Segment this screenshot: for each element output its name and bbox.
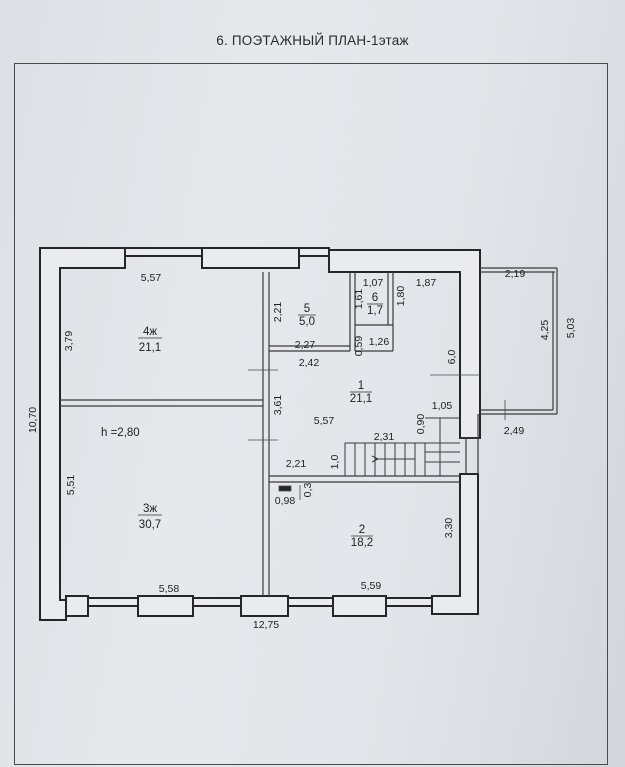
dimension-labels: 5,57 10,70 3,79 5,51 5,58 5,59 12,75 2,2… <box>27 268 577 631</box>
dim-r5-height: 2,21 <box>272 302 284 323</box>
dim-top-right-inner: 1,87 <box>416 277 437 289</box>
bottom-pier-4 <box>332 595 387 617</box>
stairs <box>344 417 460 477</box>
dim-60: 6,0 <box>446 350 458 365</box>
dim-r2-330: 3,30 <box>443 518 455 539</box>
dim-porch-outer: 5,03 <box>565 318 577 339</box>
top-window-2 <box>298 247 330 257</box>
dim-porch-bottom: 2,49 <box>504 425 525 437</box>
room-2-area: 18,2 <box>351 537 373 549</box>
plan-title: 6. ПОЭТАЖНЫЙ ПЛАН-1этаж <box>216 33 409 48</box>
dim-left-total: 10,70 <box>27 407 39 433</box>
dim-03: 0,3 <box>302 483 314 498</box>
ceiling-height: h =2,80 <box>101 427 140 439</box>
room-5-name: 5 <box>304 303 310 315</box>
dim-098: 0,98 <box>275 495 296 507</box>
dim-r6-width: 1,07 <box>363 277 384 289</box>
dim-105: 1,05 <box>432 400 453 412</box>
room-3-name: 3ж <box>143 503 157 515</box>
bottom-window-1 <box>87 597 139 607</box>
room-5-area: 5,0 <box>299 316 315 328</box>
bottom-pier-2 <box>137 595 194 617</box>
porch-outline <box>460 267 558 474</box>
bottom-window-2 <box>192 597 242 607</box>
bottom-pier-3 <box>240 595 289 617</box>
room-1-area: 21,1 <box>350 393 372 405</box>
dim-porch-top: 2,19 <box>505 268 526 280</box>
dim-557: 5,57 <box>314 415 335 427</box>
outer-walls <box>39 247 481 621</box>
room-4-area: 21,1 <box>139 342 161 354</box>
dim-r6-right: 1,80 <box>395 286 407 307</box>
dim-126: 1,26 <box>369 336 390 348</box>
room-2-name: 2 <box>359 524 365 536</box>
bottom-window-3 <box>287 597 334 607</box>
dim-361: 3,61 <box>272 395 284 416</box>
bottom-pier-1 <box>65 595 89 617</box>
dim-090: 0,90 <box>415 414 427 435</box>
dim-left-lower: 5,51 <box>65 475 77 496</box>
room-1-name: 1 <box>358 380 364 392</box>
interior-partitions <box>60 272 460 596</box>
dim-left-upper: 3,79 <box>63 331 75 352</box>
right-wall-lower <box>431 473 479 615</box>
room-6-name: 6 <box>372 292 378 304</box>
top-window-1 <box>124 247 203 257</box>
drawing-frame <box>14 63 608 765</box>
dim-bottom-right: 5,59 <box>361 580 382 592</box>
room-labels: 4ж 21,1 3ж 30,7 5 5,0 6 1,7 1 21,1 2 18,… <box>101 292 383 549</box>
bottom-window-4 <box>385 597 433 607</box>
room-4-name: 4ж <box>143 326 157 338</box>
dimension-marks <box>248 369 506 500</box>
dim-bottom-left: 5,58 <box>159 583 180 595</box>
dim-r5-width: 2,27 <box>295 339 316 351</box>
dim-10: 1,0 <box>329 455 341 470</box>
top-wall-pier <box>201 247 300 269</box>
dim-porch-inner: 4,25 <box>539 320 551 341</box>
dim-top-left: 5,57 <box>141 272 162 284</box>
right-wall-upper <box>328 249 481 439</box>
room-6-area: 1,7 <box>367 305 383 317</box>
dim-r6-left: 1,61 <box>353 289 365 310</box>
dim-bottom-total: 12,75 <box>253 619 279 631</box>
dim-242: 2,42 <box>299 357 320 369</box>
dim-r1-221: 2,21 <box>286 458 307 470</box>
dim-059: 0,59 <box>353 336 365 357</box>
room-3-area: 30,7 <box>139 519 161 531</box>
dim-231: 2,31 <box>374 431 395 443</box>
